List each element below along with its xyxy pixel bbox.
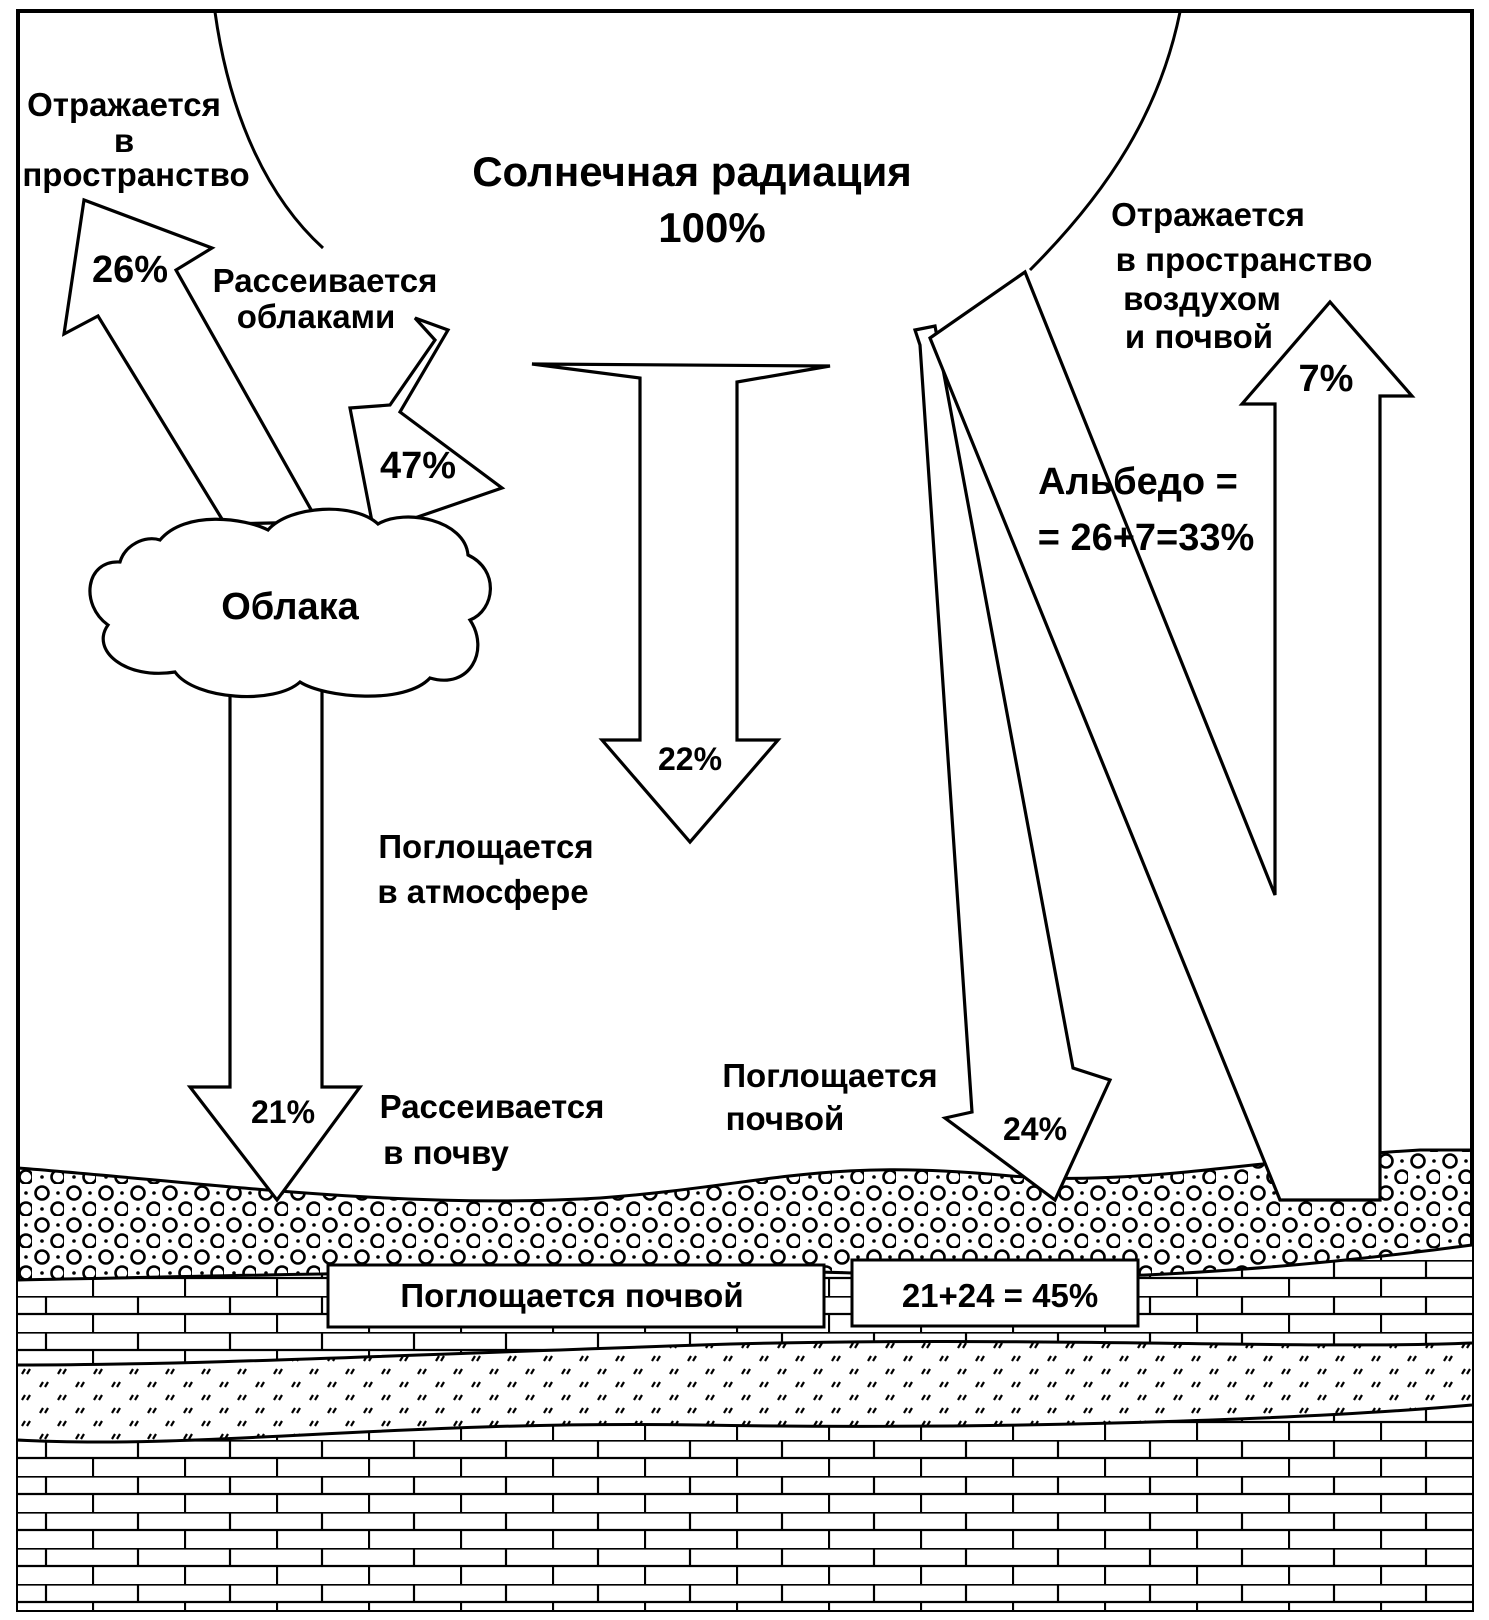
- scattered-soil-2: в почву: [383, 1134, 509, 1171]
- reflected-space-left-3: пространство: [22, 156, 249, 193]
- pct-scattered-to-soil: 21%: [251, 1094, 315, 1130]
- box-absorbed-soil: [326, 1263, 826, 1329]
- arrow-scattered-soil: [186, 670, 364, 1203]
- ground: [17, 1148, 1473, 1610]
- clay-layer: [18, 1341, 1472, 1443]
- box-absorbed-soil-text: Поглощается почвой: [400, 1277, 743, 1314]
- absorbed-soil-1: Поглощается: [722, 1057, 937, 1094]
- albedo-2: = 26+7=33%: [1038, 517, 1255, 559]
- absorbed-atmosphere-1: Поглощается: [378, 828, 593, 865]
- reflected-space-right-3: воздухом: [1123, 280, 1281, 317]
- title-line-1: Солнечная радиация: [472, 148, 912, 195]
- pct-direct-to-soil: 24%: [1003, 1111, 1067, 1147]
- arrow-reflected-clouds: [61, 197, 321, 526]
- pct-scattered-clouds: 47%: [380, 445, 456, 487]
- absorbed-soil-2: почвой: [726, 1100, 845, 1137]
- box-total-text: 21+24 = 45%: [902, 1277, 1098, 1314]
- cloud-shape: [88, 507, 492, 699]
- albedo-1: Альбедо =: [1038, 461, 1238, 503]
- reflected-space-right-1: Отражается: [1111, 196, 1305, 233]
- brick-layer-lower: [18, 1405, 1472, 1610]
- pct-reflected-clouds: 26%: [92, 249, 168, 291]
- arrow-direct-soil: [912, 324, 1113, 1203]
- title-line-2: 100%: [658, 204, 765, 251]
- clouds-label: Облака: [221, 586, 359, 628]
- reflected-space-right-2: в пространство: [1116, 241, 1373, 278]
- reflected-space-left-2: в: [114, 122, 134, 159]
- pct-absorbed-atmosphere: 22%: [658, 741, 722, 777]
- absorbed-atmosphere-2: в атмосфере: [377, 873, 588, 910]
- arrow-absorbed-atmosphere: [531, 362, 831, 845]
- pct-reflected-air-soil: 7%: [1299, 358, 1354, 400]
- sun-arc: [213, 11, 1182, 272]
- scattered-clouds-2: облаками: [237, 298, 396, 335]
- scattered-soil-1: Рассеивается: [380, 1088, 605, 1125]
- reflected-space-left-1: Отражается: [27, 86, 221, 123]
- arrow-reflected-air-soil: [928, 269, 1416, 1202]
- box-total: [850, 1258, 1140, 1328]
- scattered-clouds-1: Рассеивается: [213, 262, 438, 299]
- reflected-space-right-4: и почвой: [1125, 318, 1273, 355]
- gravel-layer: [18, 1150, 1472, 1280]
